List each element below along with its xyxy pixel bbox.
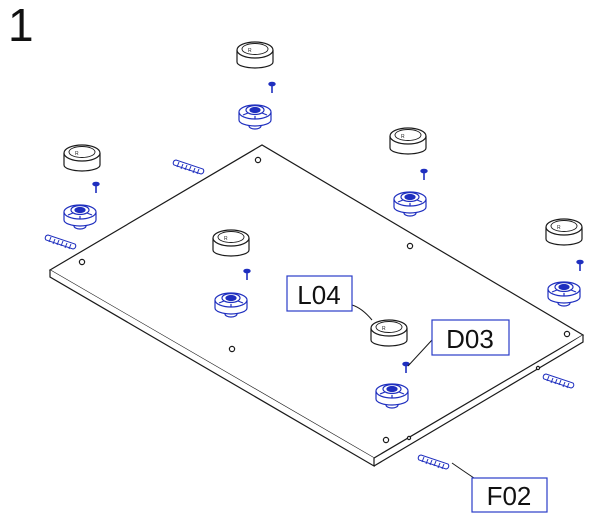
dowel-left <box>44 234 77 250</box>
foot-assembly-far-right <box>545 218 585 307</box>
callout-l04: L04 <box>286 275 373 321</box>
dowel-bottom <box>417 454 450 470</box>
foot-assembly-top <box>236 41 277 130</box>
label-d03: D03 <box>446 324 494 354</box>
label-l04: L04 <box>297 280 340 310</box>
step-number: 1 <box>8 0 34 51</box>
label-f02: F02 <box>487 481 532 511</box>
foot-assembly-right-top <box>389 127 429 217</box>
callout-f02: F02 <box>451 462 548 513</box>
callout-d03: D03 <box>407 319 510 367</box>
dowel-top-left <box>172 159 205 175</box>
dowel-right <box>542 373 575 389</box>
foot-assembly-left <box>63 144 101 230</box>
